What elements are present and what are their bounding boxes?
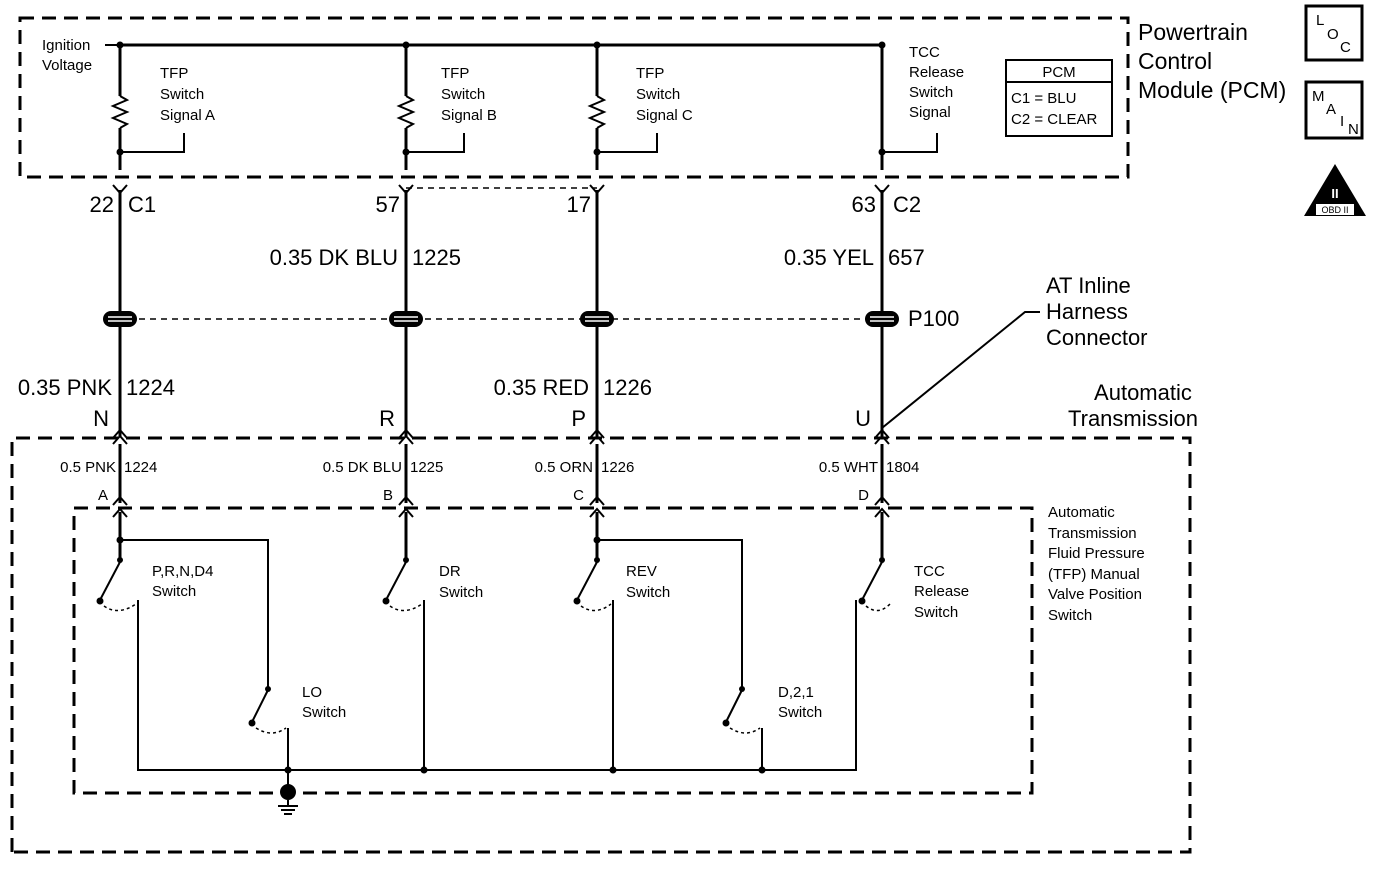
wire-red: 0.35 RED [494, 375, 589, 400]
svg-text:PCM: PCM [1042, 64, 1075, 81]
tfp-signal-c-label: TFP Switch Signal C [636, 65, 693, 124]
main-badge: M A I N [1304, 80, 1364, 140]
tfp-signal-b-label: TFP Switch Signal B [441, 65, 497, 124]
svg-text:L: L [1316, 12, 1324, 29]
tcc-release-switch [858, 557, 891, 612]
transmission-title: Automatic Transmission [1068, 380, 1198, 431]
ignition-voltage-label: Ignition Voltage [42, 37, 95, 74]
terminal-p: P [571, 406, 586, 431]
svg-text:II: II [1331, 186, 1338, 201]
terminal-c: C [573, 487, 584, 504]
tcc-signal-label: TCC Release Switch Signal [909, 44, 968, 121]
wire-pnk-lower: 0.5 PNK [60, 459, 116, 476]
terminal-n: N [93, 406, 109, 431]
internal-wiring [116, 512, 884, 792]
svg-text:OBD II: OBD II [1321, 205, 1348, 215]
p100-label: P100 [908, 306, 959, 331]
wire-1225-lower: 1225 [410, 459, 443, 476]
prnd4-switch [96, 557, 137, 612]
tcc-release-switch-label: TCC Release Switch [914, 563, 973, 621]
prnd4-switch-label: P,R,N,D4 Switch [152, 563, 218, 600]
pcm-boundary [18, 16, 1130, 179]
tfp-signal-a-label: TFP Switch Signal A [160, 65, 215, 124]
d21-switch-label: D,2,1 Switch [778, 684, 822, 721]
assembly-pins [112, 495, 890, 518]
inline-harness-callout: AT Inline Harness Connector [1046, 273, 1148, 350]
loc-badge: L O C [1304, 4, 1364, 62]
connector-c1: C1 [128, 192, 156, 217]
pin-63: 63 [852, 192, 876, 217]
pcm-resistor-a [110, 45, 185, 170]
svg-text:A: A [1326, 101, 1336, 118]
dr-switch [382, 557, 423, 612]
svg-text:O: O [1327, 26, 1339, 43]
wire-1225-upper: 1225 [412, 245, 461, 270]
svg-text:N: N [1348, 121, 1359, 138]
svg-text:I: I [1340, 113, 1344, 130]
wire-yel: 0.35 YEL [784, 245, 874, 270]
pcm-resistor-c [587, 45, 658, 170]
wire-orn-lower: 0.5 ORN [535, 459, 593, 476]
wire-1224-lower: 1224 [124, 459, 157, 476]
terminal-d: D [858, 487, 869, 504]
lo-switch [248, 686, 287, 734]
wire-1226-lower: 1226 [601, 459, 634, 476]
pcm-title: Powertrain Control Module (PCM) [1138, 19, 1286, 103]
wire-pnk-upper: 0.35 PNK [18, 375, 112, 400]
p100-connector [103, 311, 899, 327]
pcm-tcc-lead [878, 45, 938, 170]
pcm-resistor-b [396, 45, 465, 170]
ground-icon [278, 784, 298, 815]
tfp-assembly-boundary [72, 506, 1034, 795]
pcm-pin-connectors [112, 184, 890, 195]
transmission-boundary [10, 436, 1192, 854]
rev-switch [573, 557, 612, 612]
pin-22: 22 [90, 192, 114, 217]
d21-switch [722, 686, 761, 734]
pin-17: 17 [567, 192, 591, 217]
pcm-legend: PCM C1 = BLU C2 = CLEAR [1005, 59, 1113, 137]
svg-text:C2 = CLEAR: C2 = CLEAR [1011, 111, 1097, 128]
rev-switch-label: REV Switch [626, 563, 670, 601]
wire-dk-blu-lower: 0.5 DK BLU [323, 459, 402, 476]
callout-leader [881, 311, 1040, 429]
svg-text:C: C [1340, 39, 1351, 56]
wire-1224-upper: 1224 [126, 375, 175, 400]
obd-ii-icon: II OBD II [1304, 164, 1366, 216]
lo-switch-label: LO Switch [302, 684, 346, 721]
wire-wht-lower: 0.5 WHT [819, 459, 878, 476]
dr-switch-label: DR Switch [439, 563, 483, 601]
svg-text:M: M [1312, 88, 1325, 105]
wire-657: 657 [888, 245, 925, 270]
svg-text:C1 = BLU: C1 = BLU [1011, 90, 1076, 107]
terminal-r: R [379, 406, 395, 431]
terminal-a: A [98, 487, 108, 504]
transmission-pins [112, 428, 890, 445]
wire-1804-lower: 1804 [886, 459, 919, 476]
wire-1226-upper: 1226 [603, 375, 652, 400]
connector-c2: C2 [893, 192, 921, 217]
tfp-assembly-label: Automatic Transmission Fluid Pressure (T… [1048, 504, 1149, 624]
terminal-u: U [855, 406, 871, 431]
wire-dk-blu-upper: 0.35 DK BLU [270, 245, 398, 270]
terminal-b: B [383, 487, 393, 504]
pin-57: 57 [376, 192, 400, 217]
lower-wires [118, 444, 884, 503]
